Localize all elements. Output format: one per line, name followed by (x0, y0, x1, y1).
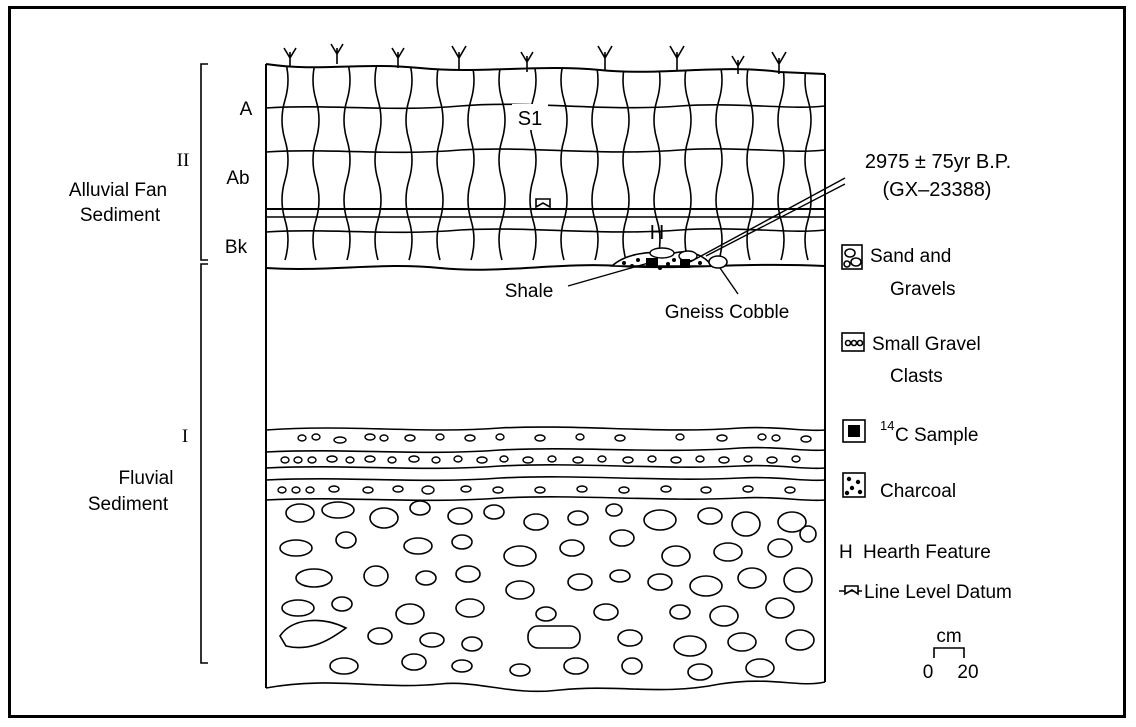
horizon-ab-label: Ab (226, 168, 249, 189)
legend-hearth-key: H (839, 542, 853, 563)
s1-label-box: S1 (512, 104, 548, 130)
unit-2-label-line2: Sediment (80, 205, 161, 226)
legend-datum-label: Line Level Datum (864, 582, 1012, 603)
leader-lines (568, 178, 845, 294)
small-gravel-swatch (842, 333, 864, 351)
scale-bar: cm 0 20 (923, 626, 979, 683)
legend-c14-label: C Sample (895, 425, 978, 446)
unit-1-numeral: I (182, 426, 188, 447)
charcoal-swatch (843, 473, 865, 497)
sand-gravels-swatch (842, 245, 862, 269)
legend-small-gravel-line2: Clasts (890, 366, 943, 387)
line-level-datum-marker (536, 199, 550, 207)
gneiss-cobble-label: Gneiss Cobble (665, 302, 790, 323)
unit-2-label-line1: Alluvial Fan (69, 180, 167, 201)
unit-2-numeral: II (177, 150, 190, 171)
c14-sample-swatch (843, 420, 865, 442)
coarse-gravel-bed (266, 501, 825, 691)
hearth-label: H (650, 222, 664, 244)
legend-sand-gravels-line2: Gravels (890, 279, 955, 300)
datum-swatch (839, 586, 862, 594)
legend-c14-superscript: 14 (880, 418, 894, 433)
scale-min-label: 0 (923, 662, 934, 683)
legend-hearth-label: Hearth Feature (863, 542, 991, 563)
soil-s1-label: S1 (518, 108, 542, 130)
horizon-a-label: A (240, 99, 253, 120)
lab-number-label: (GX–23388) (883, 179, 992, 201)
shale-label: Shale (505, 281, 554, 302)
legend: Sand and Gravels Small Gravel Clasts 14 … (839, 245, 1012, 603)
legend-sand-gravels-line1: Sand and (870, 246, 951, 267)
legend-charcoal-label: Charcoal (880, 481, 956, 502)
unit-brackets (201, 64, 208, 663)
unit-1-label-line1: Fluvial (119, 468, 174, 489)
legend-small-gravel-line1: Small Gravel (872, 334, 981, 355)
radiocarbon-date-label: 2975 ± 75yr B.P. (865, 151, 1011, 173)
scale-max-label: 20 (957, 662, 978, 683)
scale-unit-label: cm (936, 626, 961, 647)
small-gravel-clasts (278, 434, 811, 494)
unit-1-label-line2: Sediment (88, 494, 169, 515)
horizon-bk-label: Bk (225, 237, 248, 258)
prismatic-structure-lines (266, 60, 825, 260)
